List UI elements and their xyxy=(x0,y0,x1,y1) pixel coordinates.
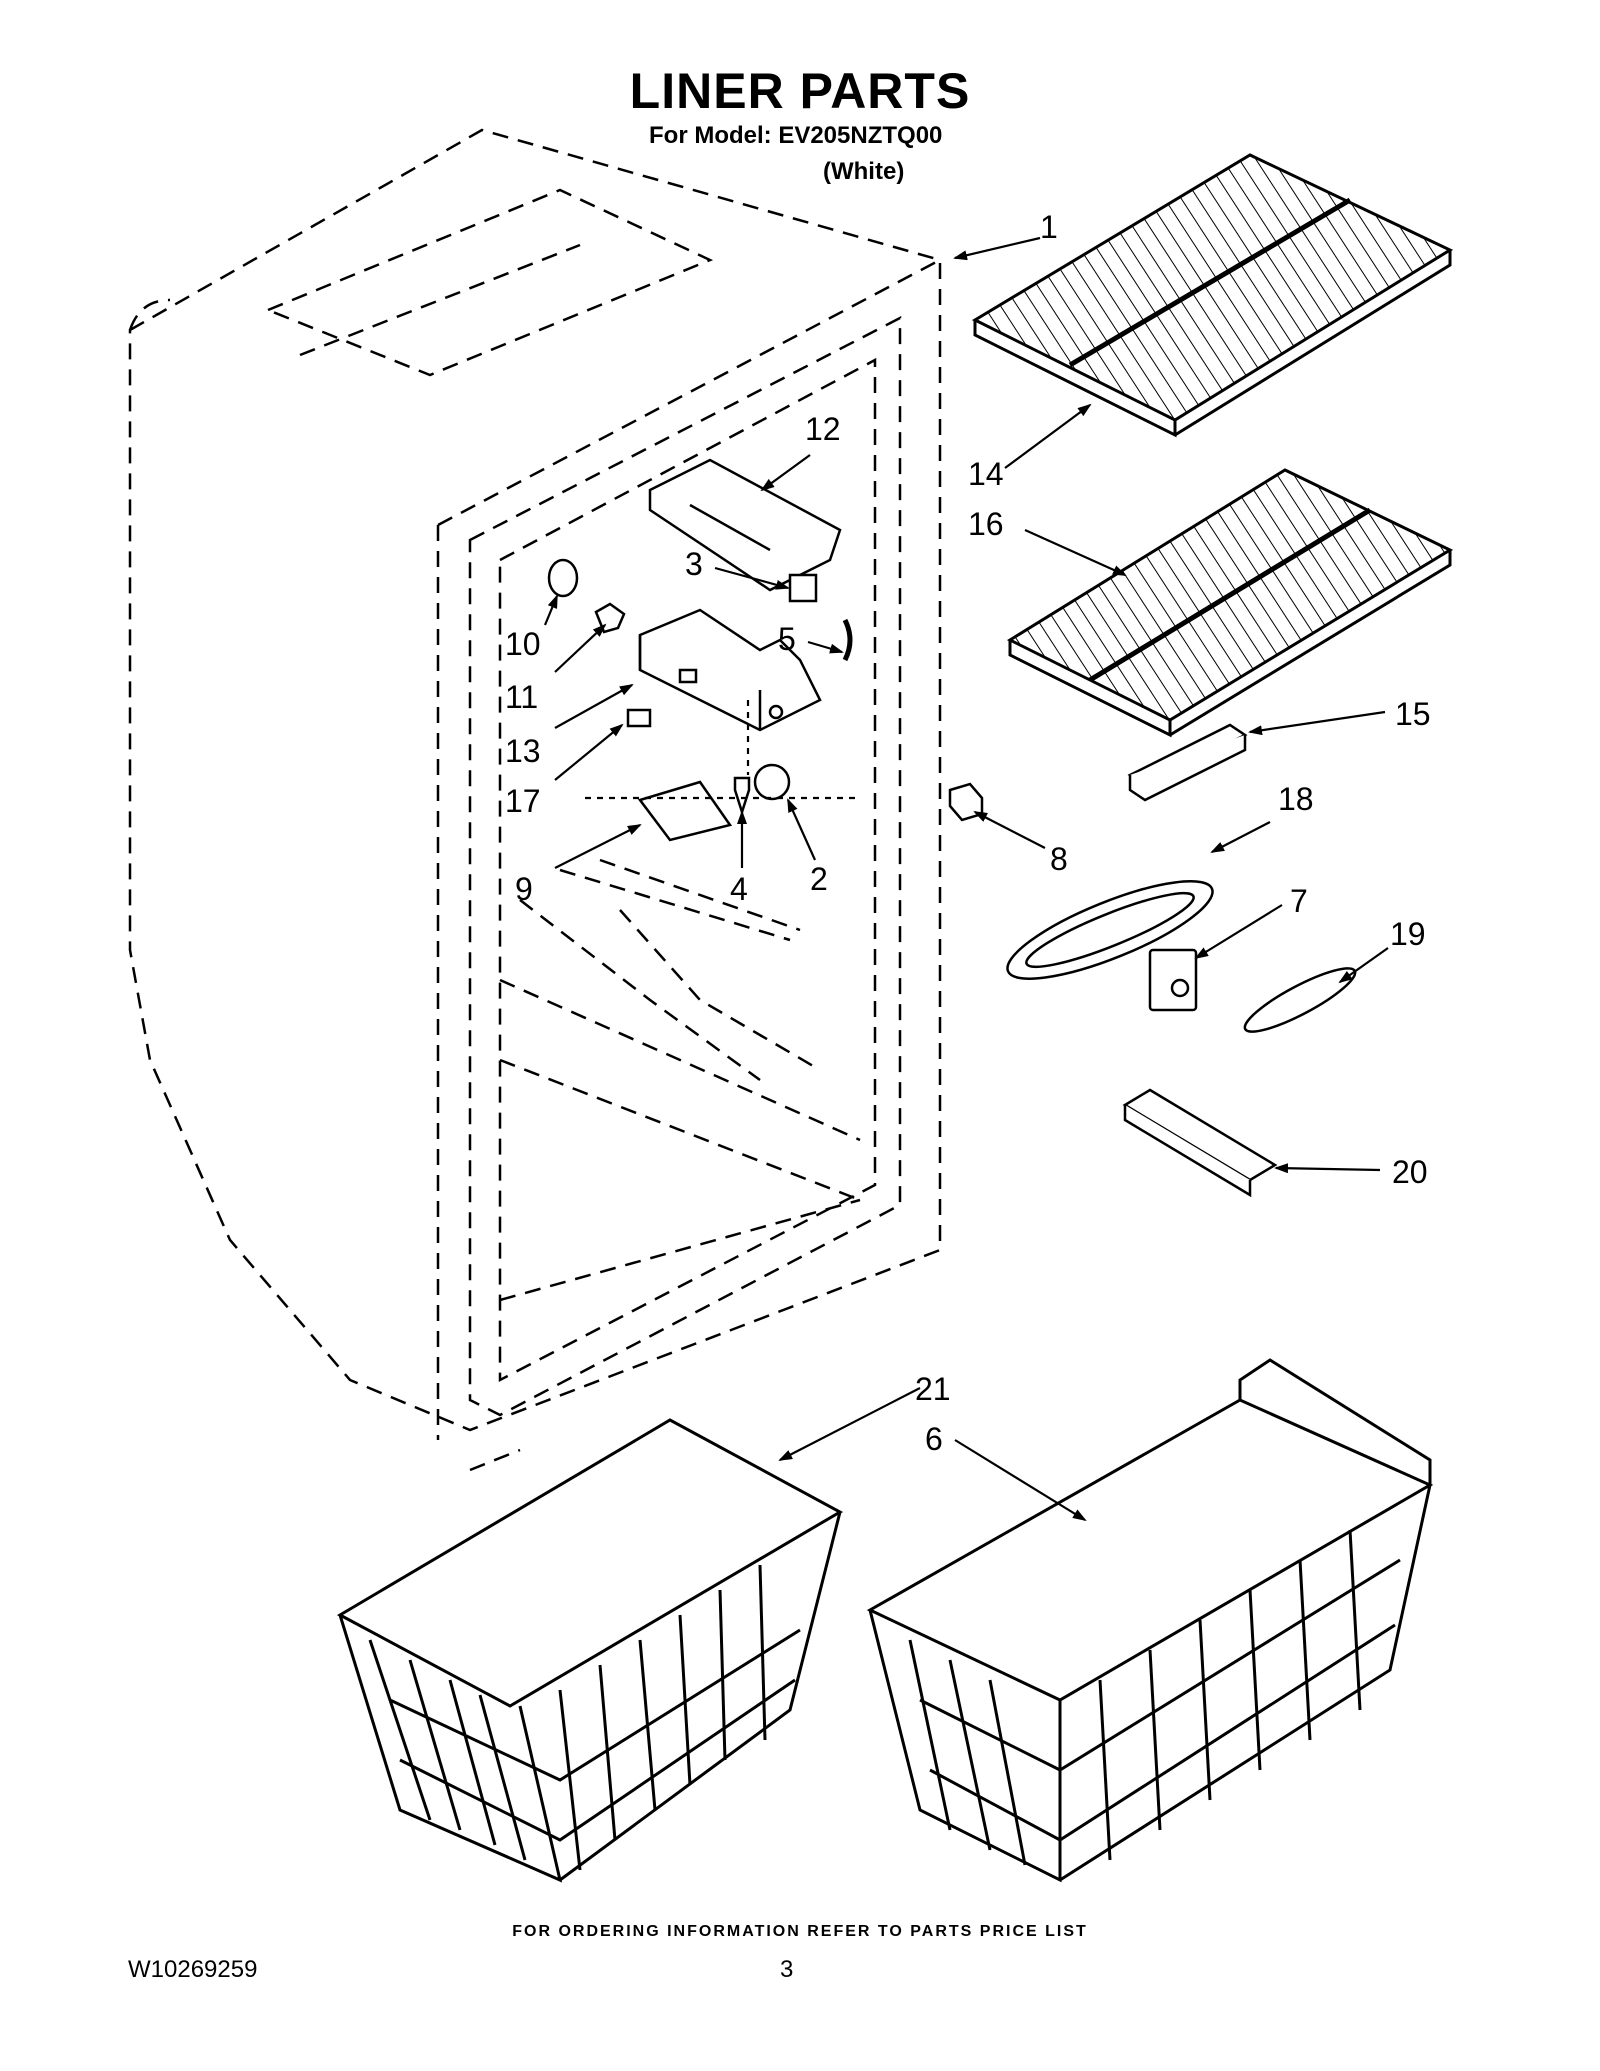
callout-labels: 1 2 3 4 5 6 7 8 9 10 11 12 13 14 15 16 1… xyxy=(505,209,1431,1457)
switch-part-17 xyxy=(626,708,652,728)
basket-part-6 xyxy=(866,1358,1434,1883)
page-number: 3 xyxy=(780,1956,794,1983)
control-housing-part-13 xyxy=(638,608,822,732)
channel-part-20 xyxy=(1122,1088,1278,1198)
callout-13: 13 xyxy=(505,733,541,769)
document-number: W10269259 xyxy=(128,1956,258,1983)
model-line: For Model: EV205NZTQ00 xyxy=(649,122,943,149)
callout-8: 8 xyxy=(1050,841,1068,877)
thermostat-part-7 xyxy=(1148,948,1198,1012)
callout-14: 14 xyxy=(968,456,1004,492)
callout-7: 7 xyxy=(1290,883,1308,919)
callout-2: 2 xyxy=(810,861,828,897)
callout-15: 15 xyxy=(1395,696,1431,732)
shelf-part-16 xyxy=(1006,468,1454,738)
callout-17: 17 xyxy=(505,783,541,819)
clip-part-5 xyxy=(842,618,853,662)
callout-16: 16 xyxy=(968,506,1004,542)
light-bulb-part-10 xyxy=(547,558,579,598)
vent-part-19 xyxy=(1243,967,1357,1033)
screw-part-4 xyxy=(733,776,751,817)
callout-1: 1 xyxy=(1040,209,1058,245)
vent-cover-part-18 xyxy=(1006,880,1214,980)
callout-3: 3 xyxy=(685,546,703,582)
ordering-note: FOR ORDERING INFORMATION REFER TO PARTS … xyxy=(512,1923,1088,1940)
sensor-part-3 xyxy=(788,573,818,603)
callout-20: 20 xyxy=(1392,1154,1428,1190)
callout-12: 12 xyxy=(805,411,841,447)
color-variant: (White) xyxy=(823,158,905,185)
callout-5: 5 xyxy=(778,621,796,657)
cabinet-outline xyxy=(128,128,942,1472)
basket-part-21 xyxy=(336,1418,844,1883)
callout-10: 10 xyxy=(505,626,541,662)
switch-part-8 xyxy=(948,782,984,822)
callout-11: 11 xyxy=(505,679,538,715)
shelf-part-14 xyxy=(971,153,1454,438)
callout-4: 4 xyxy=(730,871,748,907)
bracket-part-15 xyxy=(1127,723,1248,802)
light-shield-part-12 xyxy=(648,458,842,592)
callout-9: 9 xyxy=(515,871,533,907)
callout-21: 21 xyxy=(915,1371,951,1407)
socket-part-11 xyxy=(594,602,626,634)
callout-6: 6 xyxy=(925,1421,943,1457)
callout-18: 18 xyxy=(1278,781,1314,817)
small-parts xyxy=(547,558,984,842)
page-title: LINER PARTS xyxy=(629,63,971,119)
knob-part-2 xyxy=(753,763,791,801)
leader-lines xyxy=(543,236,1389,1522)
callout-19: 19 xyxy=(1390,916,1426,952)
cover-part-9 xyxy=(637,780,733,842)
